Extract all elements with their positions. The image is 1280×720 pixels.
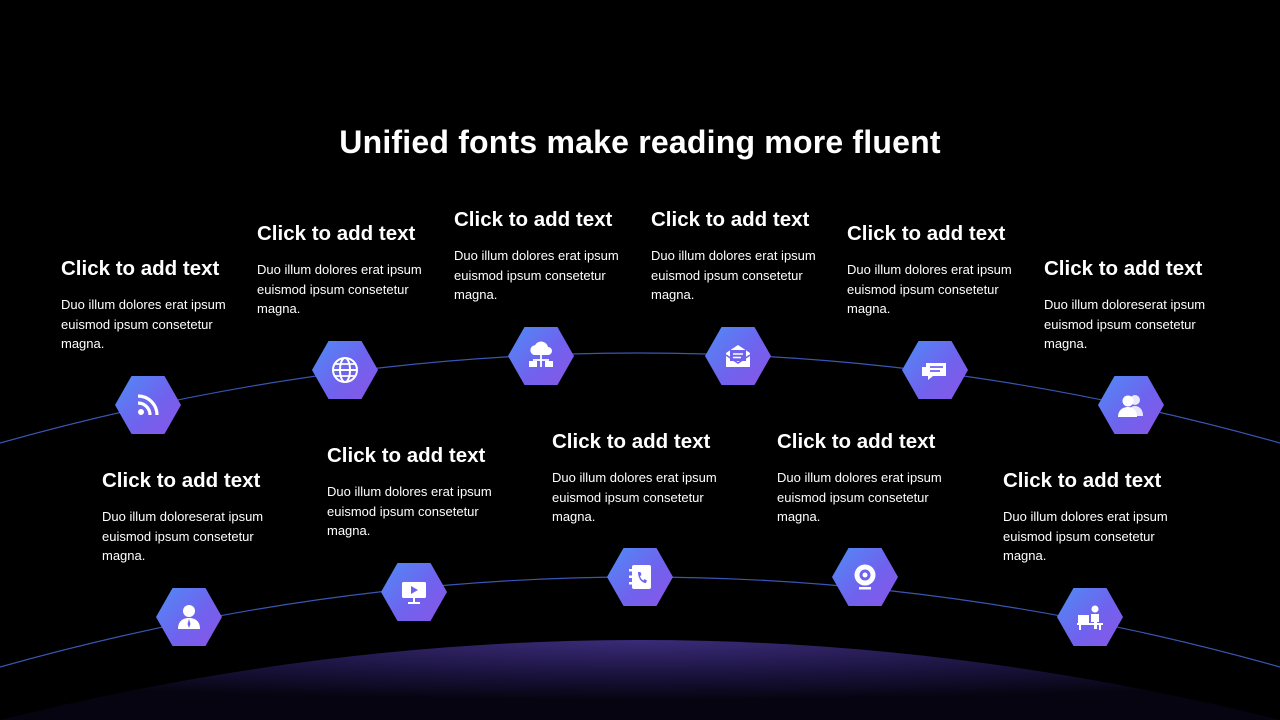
presentation-icon[interactable] [381, 563, 447, 621]
block-heading[interactable]: Click to add text [847, 222, 1006, 245]
text-block: Click to add text Duo illum dolores erat… [777, 430, 957, 527]
text-block: Click to add text Duo illum dolores erat… [327, 444, 507, 541]
users-icon [1118, 395, 1143, 417]
block-body[interactable]: Duo illum dolores erat ipsum euismod ips… [61, 297, 226, 351]
block-body[interactable]: Duo illum dolores erat ipsum euismod ips… [257, 262, 422, 316]
webcam-icon[interactable] [832, 548, 898, 606]
block-heading[interactable]: Click to add text [102, 469, 261, 492]
text-block: Click to add text Duo illum dolores erat… [454, 208, 634, 305]
block-heading[interactable]: Click to add text [1003, 469, 1162, 492]
block-body[interactable]: Duo illum dolores erat ipsum euismod ips… [847, 262, 1012, 316]
block-heading[interactable]: Click to add text [454, 208, 613, 231]
planet-horizon [0, 640, 1280, 720]
block-heading[interactable]: Click to add text [61, 257, 220, 280]
webcam-icon [854, 564, 876, 590]
block-heading[interactable]: Click to add text [327, 444, 486, 467]
block-body[interactable]: Duo illum dolores erat ipsum euismod ips… [777, 470, 942, 524]
block-heading[interactable]: Click to add text [257, 222, 416, 245]
block-body[interactable]: Duo illum dolores erat ipsum euismod ips… [454, 248, 619, 302]
block-heading[interactable]: Click to add text [552, 430, 711, 453]
cloud-network-icon [529, 341, 553, 367]
phonebook-icon[interactable] [607, 548, 673, 606]
mail-icon [725, 345, 751, 367]
presentation-icon [402, 582, 426, 604]
block-body[interactable]: Duo illum doloreserat ipsum euismod ipsu… [102, 509, 264, 563]
block-body[interactable]: Duo illum dolores erat ipsum euismod ips… [552, 470, 717, 524]
rss-icon [137, 394, 159, 416]
globe-icon [332, 357, 358, 383]
text-block: Click to add text Duo illum dolores erat… [1003, 469, 1183, 566]
block-body[interactable]: Duo illum doloreserat ipsum euismod ipsu… [1044, 297, 1206, 351]
text-block: Click to add text Duo illum dolores erat… [651, 208, 831, 305]
upper-arc-line [0, 352, 1280, 444]
phonebook-icon [629, 565, 651, 589]
text-block: Click to add text Duo illum doloreserat … [102, 469, 282, 566]
desk-worker-icon[interactable] [1057, 588, 1123, 646]
block-body[interactable]: Duo illum dolores erat ipsum euismod ips… [651, 248, 816, 302]
text-block: Click to add text Duo illum dolores erat… [257, 222, 437, 319]
text-block: Click to add text Duo illum doloreserat … [1044, 257, 1224, 354]
user-icon[interactable] [156, 588, 222, 646]
block-body[interactable]: Duo illum dolores erat ipsum euismod ips… [327, 484, 492, 538]
text-block: Click to add text Duo illum dolores erat… [847, 222, 1027, 319]
block-body[interactable]: Duo illum dolores erat ipsum euismod ips… [1003, 509, 1168, 563]
chat-icon [922, 363, 946, 380]
block-heading[interactable]: Click to add text [651, 208, 810, 231]
block-heading[interactable]: Click to add text [777, 430, 936, 453]
text-block: Click to add text Duo illum dolores erat… [552, 430, 732, 527]
text-block: Click to add text Duo illum dolores erat… [61, 257, 241, 354]
desk-worker-icon [1077, 605, 1103, 630]
user-icon [178, 605, 200, 629]
block-heading[interactable]: Click to add text [1044, 257, 1203, 280]
page-title: Unified fonts make reading more fluent [339, 124, 941, 160]
